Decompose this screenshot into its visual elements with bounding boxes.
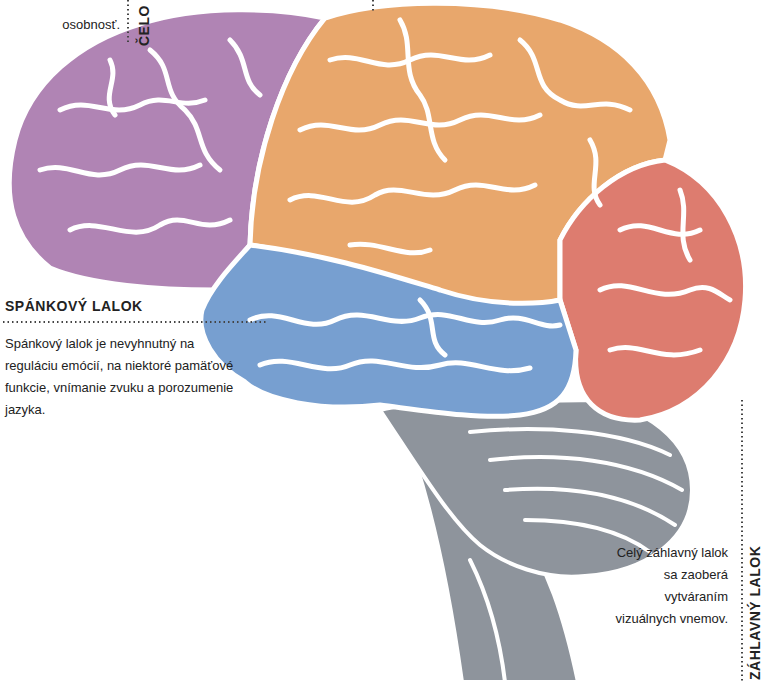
lobe-description: Spánkový lalok je nevyhnutný na reguláci… bbox=[5, 333, 237, 421]
lobe-name: ČELO bbox=[136, 5, 152, 46]
lobe-name: ZÁHLAVNÝ LALOK bbox=[747, 546, 763, 680]
callout-note: osobnosť. bbox=[6, 14, 120, 36]
lobe-description: Celý záhlavný lalok sa zaoberá vytváraní… bbox=[612, 542, 728, 630]
lobe-name: SPÁNKOVÝ LALOK bbox=[5, 298, 143, 314]
